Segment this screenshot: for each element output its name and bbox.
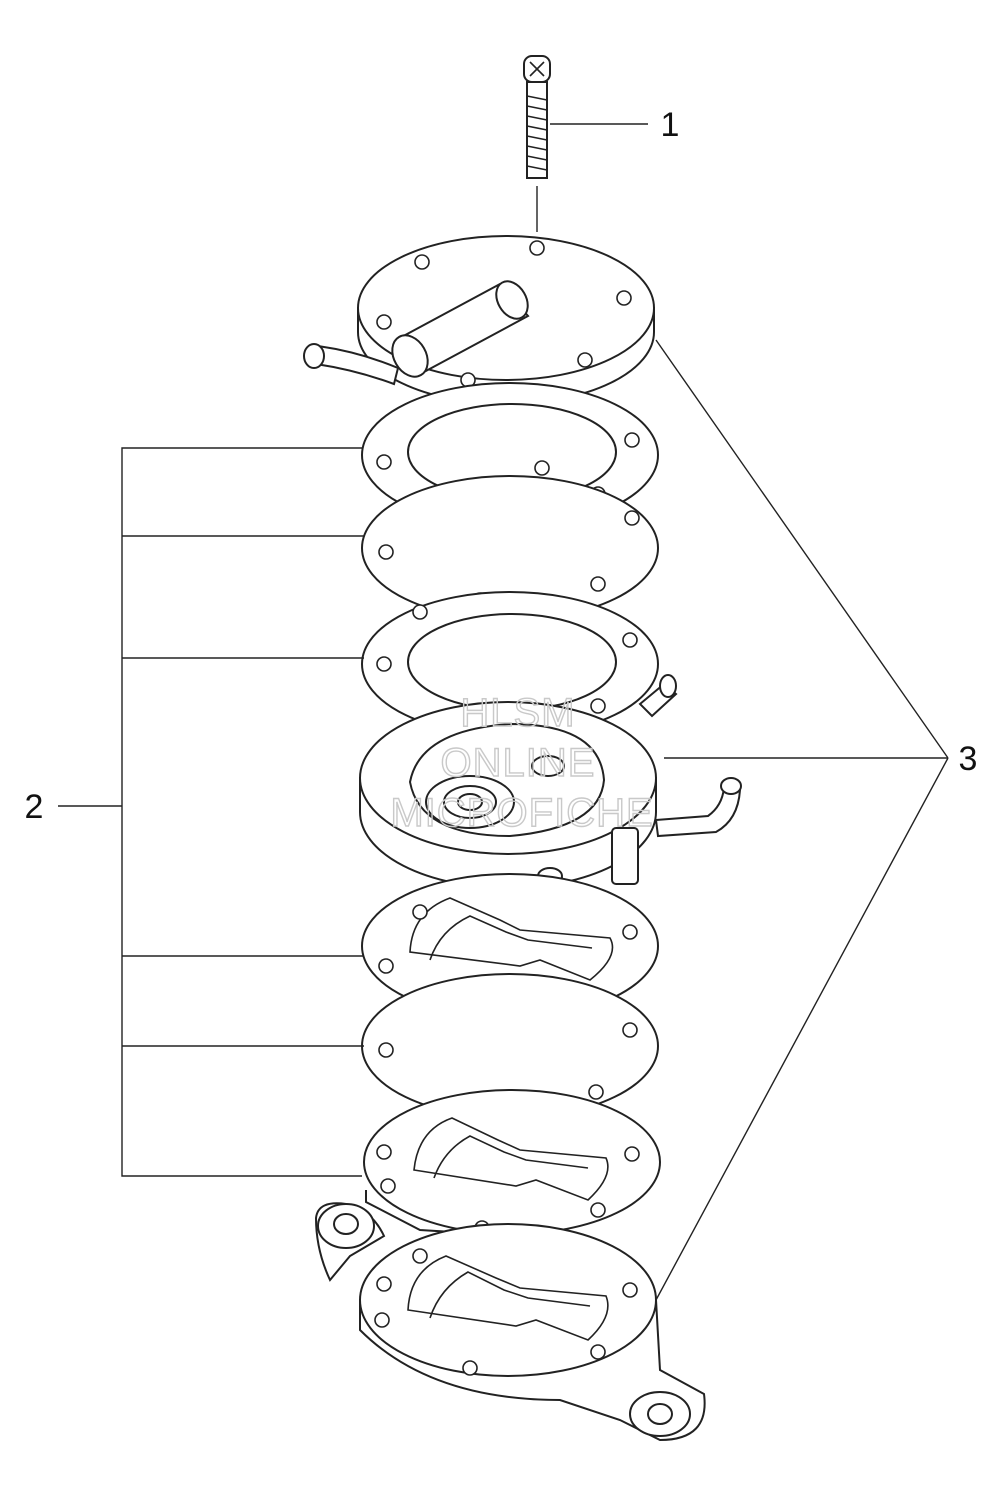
svg-text:2: 2	[25, 788, 44, 826]
diaphragm-2	[361, 973, 659, 1119]
gasket-ring-2	[361, 591, 659, 737]
callout-2: 2	[25, 447, 364, 1177]
callout-1: 1	[550, 106, 679, 144]
svg-text:1: 1	[661, 106, 680, 144]
screw	[523, 55, 551, 232]
svg-text:MICROFICHE: MICROFICHE	[390, 791, 653, 835]
svg-text:3: 3	[959, 740, 978, 778]
pump-top-cover	[303, 235, 655, 405]
diaphragm-1	[361, 475, 659, 621]
watermark: HLSM ONLINE MICROFICHE	[390, 690, 654, 835]
callout-3: 3	[655, 339, 978, 1301]
svg-text:ONLINE: ONLINE	[441, 741, 596, 785]
pump-base	[314, 1202, 706, 1442]
svg-text:HLSM: HLSM	[460, 691, 575, 735]
gasket-valve-2	[363, 1089, 661, 1236]
